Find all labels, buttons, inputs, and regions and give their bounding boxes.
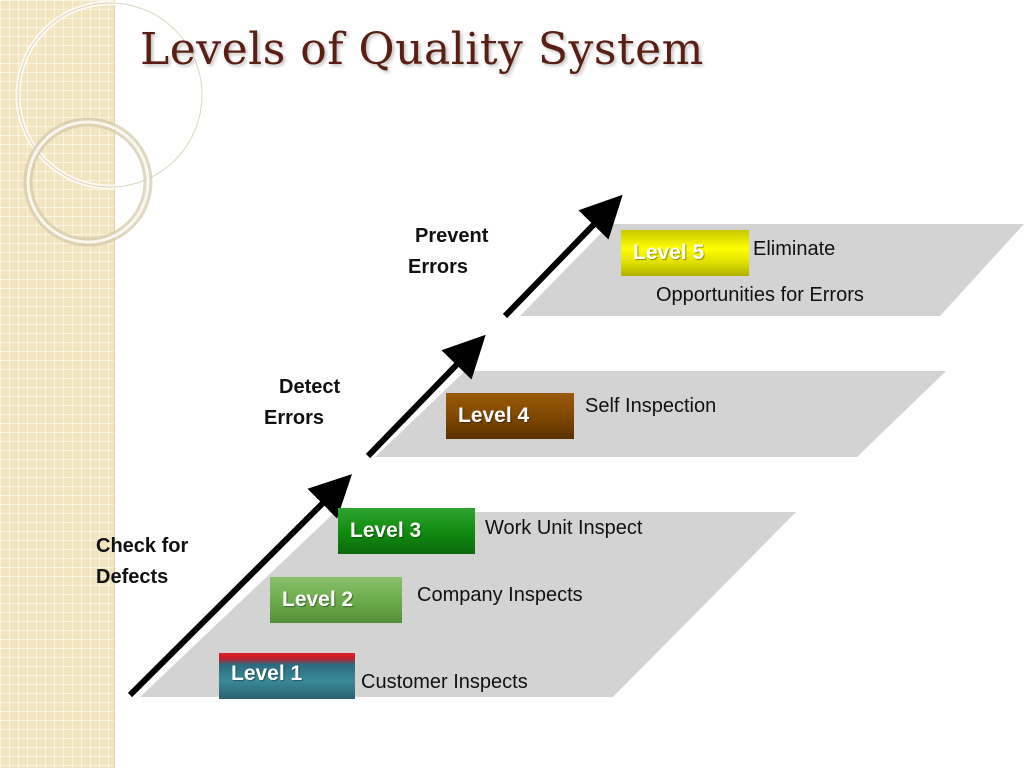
stage-prevent-line2: Errors [408, 256, 469, 278]
stage-check-line2: Defects [96, 566, 169, 588]
deco-ring-2-inner [26, 120, 150, 244]
level-1-label: Level 1 [231, 662, 303, 685]
arrow-prevent [502, 194, 623, 319]
level-2-label: Level 2 [282, 588, 354, 611]
deco-ring-1-outline [17, 2, 203, 188]
level-5-desc-line2: Opportunities for Errors [656, 284, 864, 306]
page-title: Levels of Quality System [140, 24, 704, 75]
level-4-label: Level 4 [458, 404, 530, 427]
level-4-badge: Level 4 [446, 393, 574, 439]
stage-prevent-line1: Prevent [415, 225, 489, 247]
level-5-badge: Level 5 [621, 230, 749, 276]
level-3-badge: Level 3 [338, 508, 475, 554]
arrow-detect [365, 334, 486, 459]
level-1-desc: Customer Inspects [361, 671, 528, 693]
arrow-check [127, 474, 353, 698]
plane-bottom [140, 512, 796, 697]
level-3-desc: Work Unit Inspect [485, 517, 643, 539]
level-2-badge: Level 2 [270, 577, 402, 623]
level-2-desc: Company Inspects [417, 584, 583, 606]
level-4-desc: Self Inspection [585, 395, 717, 417]
level-3-label: Level 3 [350, 519, 422, 542]
level-5-desc-line1: Eliminate [753, 238, 836, 260]
stage-detect-line1: Detect [279, 376, 341, 398]
level-5-label: Level 5 [633, 241, 705, 264]
stage-detect-line2: Errors [264, 407, 325, 429]
stage-check-line1: Check for [96, 535, 189, 557]
level-1-badge: Level 1 [219, 653, 355, 699]
